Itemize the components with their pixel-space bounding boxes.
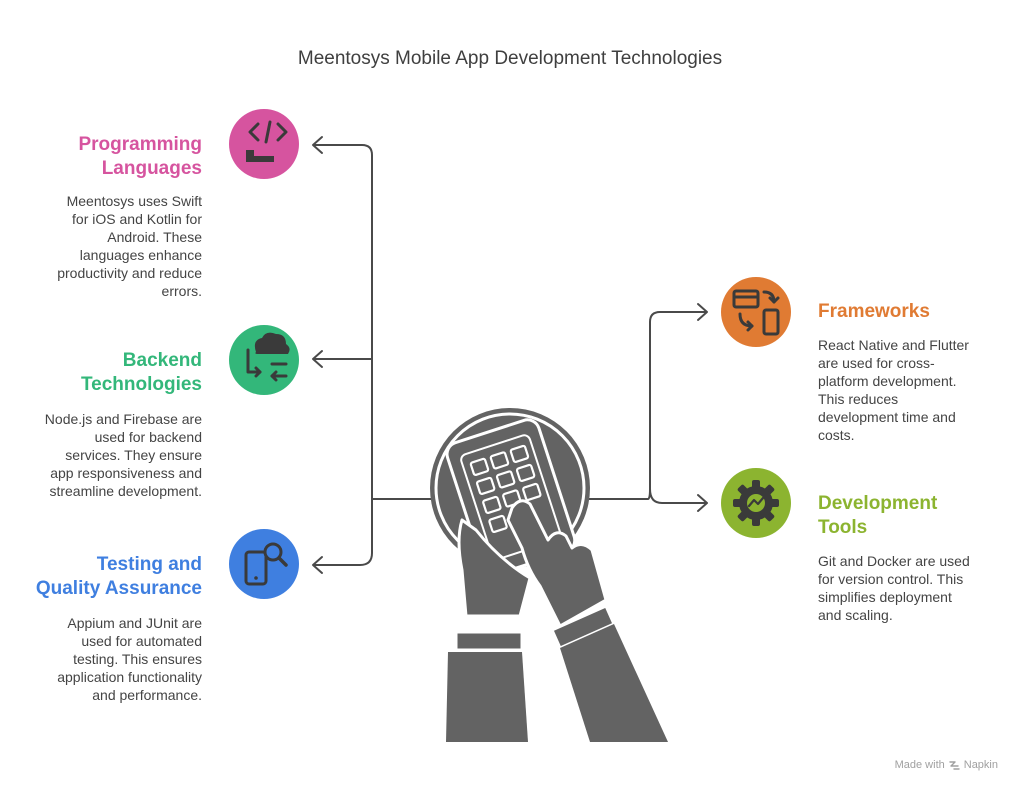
description-line: errors. [161, 283, 202, 299]
heading-line: Languages [101, 158, 202, 179]
arrowhead-programming [312, 136, 323, 154]
description-line: Node.js and Firebase are [44, 411, 202, 427]
description-line: languages enhance [79, 247, 202, 263]
description-line: React Native and Flutter [818, 337, 969, 353]
heading-programming-languages: Programming Languages [40, 133, 202, 181]
napkin-watermark: Made with Napkin [895, 759, 998, 771]
heading-line: Development [818, 493, 938, 514]
arrowhead-devtools [697, 494, 708, 512]
description-line: simplifies deployment [818, 589, 952, 605]
heading-line: Quality Assurance [35, 578, 202, 599]
connector-left-trunk [313, 144, 433, 566]
heading-backend-technologies: Backend Technologies [40, 349, 202, 397]
connector-right-trunk [587, 311, 707, 504]
heading-frameworks: Frameworks [818, 300, 998, 324]
description-line: services. They ensure [65, 447, 202, 463]
description-line: productivity and reduce [57, 265, 202, 281]
diagram-title: Meentosys Mobile App Development Technol… [297, 48, 723, 69]
description-line: Appium and JUnit are [67, 615, 202, 631]
arrowhead-frameworks [697, 303, 708, 321]
heading-line: Testing and [96, 554, 202, 575]
code-icon [229, 109, 299, 179]
connectors [312, 136, 708, 574]
napkin-brand-label: Napkin [963, 759, 998, 771]
heading-line: Frameworks [818, 301, 930, 322]
heading-line: Backend [122, 350, 202, 371]
arrowhead-testing [312, 556, 323, 574]
description-frameworks: React Native and Flutter are used for cr… [818, 336, 1000, 444]
heading-testing-quality-assurance: Testing and Quality Assurance [20, 553, 202, 601]
description-line: application functionality [57, 669, 202, 685]
description-line: Git and Docker are used [818, 553, 970, 569]
description-line: streamline development. [49, 483, 202, 499]
description-backend-technologies: Node.js and Firebase are used for backen… [20, 410, 202, 500]
description-line: Android. These [107, 229, 202, 245]
description-testing-quality-assurance: Appium and JUnit are used for automated … [20, 614, 202, 704]
heading-development-tools: Development Tools [818, 492, 998, 540]
cross-platform-icon [721, 277, 791, 347]
arrowhead-backend [312, 350, 323, 368]
heading-line: Tools [818, 517, 868, 538]
description-line: and scaling. [818, 607, 893, 623]
description-line: used for backend [94, 429, 202, 445]
cloud-sync-icon [229, 325, 299, 395]
description-line: This reduces [818, 391, 899, 407]
heading-line: Programming [78, 134, 202, 155]
description-line: are used for cross- [818, 355, 935, 371]
description-line: costs. [818, 427, 855, 443]
description-development-tools: Git and Docker are used for version cont… [818, 552, 1000, 624]
hands-holding-calculator-icon [430, 408, 668, 742]
description-programming-languages: Meentosys uses Swift for iOS and Kotlin … [20, 192, 202, 300]
description-line: and performance. [92, 687, 202, 703]
description-line: testing. This ensures [73, 651, 202, 667]
description-line: Meentosys uses Swift [66, 193, 202, 209]
description-line: for iOS and Kotlin for [72, 211, 202, 227]
description-line: for version control. This [818, 571, 964, 587]
description-line: platform development. [818, 373, 957, 389]
description-line: app responsiveness and [50, 465, 202, 481]
made-with-label: Made with [894, 759, 945, 771]
description-line: used for automated [81, 633, 202, 649]
heading-line: Technologies [80, 374, 202, 395]
napkin-logo-icon [949, 760, 960, 770]
description-line: development time and [818, 409, 956, 425]
gear-icon [721, 468, 791, 538]
phone-search-icon [229, 529, 299, 599]
